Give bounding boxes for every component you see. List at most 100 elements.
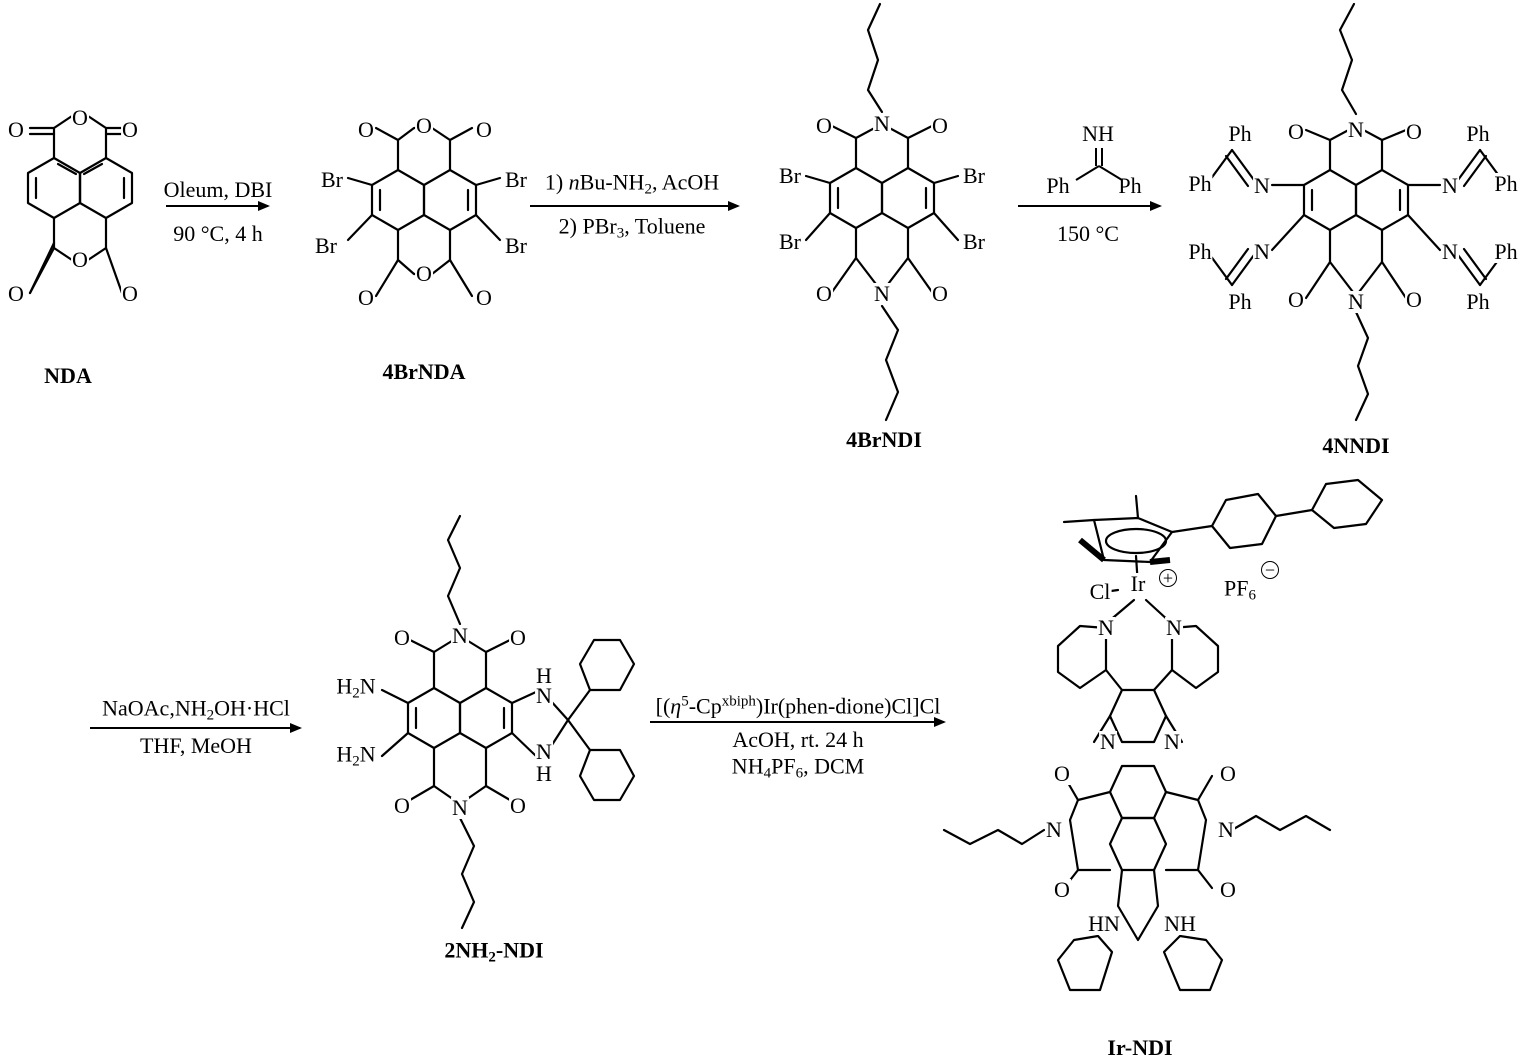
compound-name-4brndi: 4BrNDI <box>846 427 922 452</box>
step4-line2: THF, MeOH <box>140 733 252 758</box>
atom-hn: HN <box>1087 911 1121 936</box>
atom-n: N <box>1045 817 1063 842</box>
atom-br: Br <box>314 233 338 258</box>
step1-line1: Oleum, DBI <box>163 177 273 202</box>
atom-n: N <box>451 623 469 648</box>
atom-ph: Ph <box>1465 121 1491 146</box>
atom-ph: Ph <box>1227 289 1253 314</box>
compound-name-ir-ndi: Ir-NDI <box>1107 1035 1173 1060</box>
atom-o: O <box>931 281 949 306</box>
atom-o: O <box>1405 119 1423 144</box>
step5-line3: NH4PF6, DCM <box>731 753 865 782</box>
atom-o: O <box>475 285 493 310</box>
step4-line1: NaOAc,NH2OH·HCl <box>102 695 290 724</box>
reaction-arrows <box>90 201 1162 733</box>
atom-h: H <box>535 663 553 688</box>
atom-n: N <box>1217 817 1235 842</box>
atom-n: N <box>873 111 891 136</box>
arrow-step3-head <box>1150 201 1162 211</box>
atom-o: O <box>415 113 433 138</box>
atom-o: O <box>1287 287 1305 312</box>
atom-o: O <box>509 793 527 818</box>
4brnda-structure <box>346 126 502 298</box>
step5-line1: [(η5-Cpxbiph)Ir(phen-dione)Cl]Cl <box>655 693 941 719</box>
atom-o: O <box>393 793 411 818</box>
atom-o: O <box>1405 287 1423 312</box>
atom-nh: NH <box>1163 911 1197 936</box>
atom-o: O <box>815 281 833 306</box>
atom-o: O <box>71 247 89 272</box>
atom-o: O <box>1287 119 1305 144</box>
step3-reagent-ph: Ph <box>1118 173 1142 198</box>
atom-o: O <box>475 117 493 142</box>
atom-br: Br <box>962 163 986 188</box>
atom-o: O <box>393 625 411 650</box>
atom-n: N <box>1253 239 1271 264</box>
atom-br: Br <box>504 233 528 258</box>
arrow-step4-head <box>290 723 302 733</box>
atom-n: N <box>1347 289 1365 314</box>
compound-name-4brnda: 4BrNDA <box>382 359 466 384</box>
atom-o: O <box>415 261 433 286</box>
atom-n: N <box>1099 729 1117 754</box>
atom-ph: Ph <box>1187 171 1213 196</box>
4brndi-structure <box>804 2 960 422</box>
step2-line1: 1) nBu-NH2, AcOH <box>544 169 720 198</box>
amine-h2n: H2N <box>335 743 377 773</box>
atom-ph: Ph <box>1187 239 1213 264</box>
atom-o: O <box>1219 877 1237 902</box>
atom-br: Br <box>962 229 986 254</box>
atom-n: N <box>873 281 891 306</box>
step3-reagent-nh: NH <box>1082 121 1114 146</box>
step5-line2: AcOH, rt. 24 h <box>732 727 864 752</box>
atom-n: N <box>1165 615 1183 640</box>
atom-n: N <box>1441 239 1459 264</box>
atom-ph: Ph <box>1493 171 1519 196</box>
atom-ir: Ir <box>1129 571 1147 596</box>
atom-o: O <box>121 281 139 306</box>
compound-name-nda: NDA <box>44 363 92 388</box>
step2-line2: 2) PBr3, Toluene <box>558 213 706 242</box>
atom-o: O <box>509 625 527 650</box>
atom-o: O <box>1219 761 1237 786</box>
atom-n: N <box>1347 117 1365 142</box>
atom-br: Br <box>504 167 528 192</box>
compound-name-2nh2-ndi: 2NH2-NDI <box>444 937 544 966</box>
step3-reagent-bonds <box>1075 148 1123 181</box>
pf6-anion: PF6 <box>1223 577 1257 607</box>
atom-o: O <box>1053 877 1071 902</box>
atom-o: O <box>7 117 25 142</box>
atom-o: O <box>357 285 375 310</box>
atom-ph: Ph <box>1465 289 1491 314</box>
2nh2-ndi-structure <box>380 514 636 930</box>
atom-br: Br <box>320 167 344 192</box>
atom-o: O <box>357 117 375 142</box>
atom-n: N <box>1097 615 1115 640</box>
atom-o: O <box>931 113 949 138</box>
amine-h2n: H2N <box>335 675 377 705</box>
anion-charge: − <box>1261 561 1279 579</box>
atom-o: O <box>71 105 89 130</box>
atom-n: N <box>1163 729 1181 754</box>
atom-n: N <box>451 795 469 820</box>
atom-o: O <box>815 113 833 138</box>
atom-n: N <box>1441 173 1459 198</box>
atom-br: Br <box>778 163 802 188</box>
atom-o: O <box>1053 761 1071 786</box>
step3-line2: 150 °C <box>1057 221 1119 246</box>
atom-n: N <box>535 683 553 708</box>
arrow-step2-head <box>728 201 740 211</box>
atom-n: N <box>535 739 553 764</box>
atom-o: O <box>7 281 25 306</box>
atom-n: N <box>1253 173 1271 198</box>
step3-reagent-ph: Ph <box>1046 173 1070 198</box>
arrow-step5-head <box>934 717 946 727</box>
atom-br: Br <box>778 229 802 254</box>
atom-cl: Cl <box>1088 579 1112 604</box>
4nndi-structure <box>1208 2 1504 422</box>
atom-h: H <box>535 761 553 786</box>
compound-name-4nndi: 4NNDI <box>1322 433 1390 458</box>
arrow-step1-head <box>258 201 270 211</box>
atom-o: O <box>121 117 139 142</box>
